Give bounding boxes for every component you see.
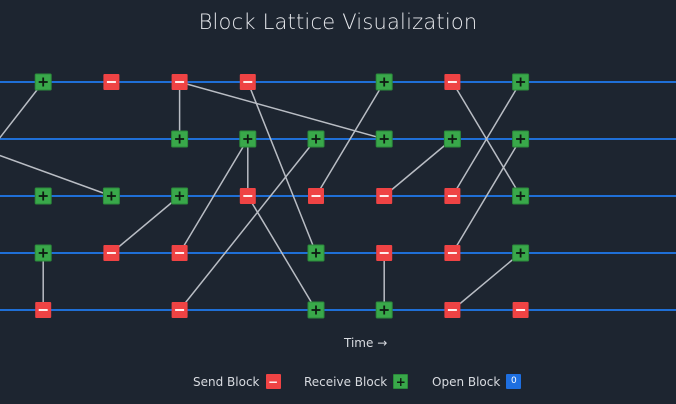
send-block bbox=[35, 302, 52, 318]
block-link bbox=[315, 81, 385, 197]
time-label-text: Time bbox=[344, 336, 374, 350]
send-block bbox=[103, 74, 120, 90]
send-block bbox=[239, 188, 256, 204]
receive-block bbox=[34, 73, 52, 91]
send-block bbox=[444, 302, 461, 318]
arrow-right-icon: → bbox=[377, 336, 388, 350]
send-block bbox=[171, 302, 188, 318]
page-title: Block Lattice Visualization bbox=[198, 10, 478, 34]
receive-block bbox=[512, 187, 530, 205]
send-block bbox=[171, 245, 188, 261]
receive-block bbox=[512, 244, 530, 262]
block-link bbox=[179, 138, 317, 311]
receive-block bbox=[34, 244, 52, 262]
receive-block bbox=[34, 187, 52, 205]
send-block bbox=[239, 74, 256, 90]
send-block bbox=[308, 188, 324, 204]
send-block bbox=[444, 74, 461, 90]
legend-receive-label: Receive Block bbox=[304, 374, 388, 389]
block-link bbox=[451, 138, 522, 254]
send-block bbox=[103, 245, 120, 261]
receive-block-icon: + bbox=[393, 374, 409, 389]
block-link bbox=[383, 138, 453, 197]
legend-receive: Receive Block + bbox=[304, 374, 409, 389]
legend-send: Send Block − bbox=[193, 374, 281, 389]
send-block bbox=[444, 188, 461, 204]
send-block-icon: − bbox=[265, 374, 281, 389]
block-link bbox=[247, 195, 317, 311]
block-link bbox=[451, 81, 522, 197]
send-block bbox=[512, 302, 529, 318]
receive-block bbox=[307, 244, 325, 262]
receive-block bbox=[443, 130, 461, 148]
legend-open: Open Block 0 bbox=[432, 374, 522, 389]
open-block-icon: 0 bbox=[506, 374, 522, 389]
legend-open-label: Open Block bbox=[432, 374, 501, 389]
receive-block bbox=[375, 73, 393, 91]
receive-block bbox=[375, 301, 393, 319]
legend-send-label: Send Block bbox=[193, 374, 260, 389]
receive-block bbox=[307, 301, 325, 319]
block-link bbox=[178, 138, 249, 254]
block-link bbox=[0, 154, 112, 197]
block-link bbox=[0, 81, 44, 139]
receive-block bbox=[171, 130, 189, 148]
receive-block bbox=[307, 130, 325, 148]
receive-block bbox=[512, 73, 530, 91]
send-block bbox=[376, 245, 393, 261]
block-link bbox=[110, 195, 181, 254]
time-axis-label: Time → bbox=[344, 336, 387, 350]
block-link bbox=[179, 81, 385, 140]
send-block bbox=[376, 188, 393, 204]
send-block bbox=[171, 74, 188, 90]
block-link bbox=[247, 81, 317, 254]
receive-block bbox=[102, 187, 120, 205]
receive-block bbox=[171, 187, 189, 205]
send-block bbox=[444, 245, 461, 261]
block-link bbox=[451, 252, 522, 311]
receive-block bbox=[512, 130, 530, 148]
receive-block bbox=[239, 130, 257, 148]
receive-block bbox=[375, 130, 393, 148]
